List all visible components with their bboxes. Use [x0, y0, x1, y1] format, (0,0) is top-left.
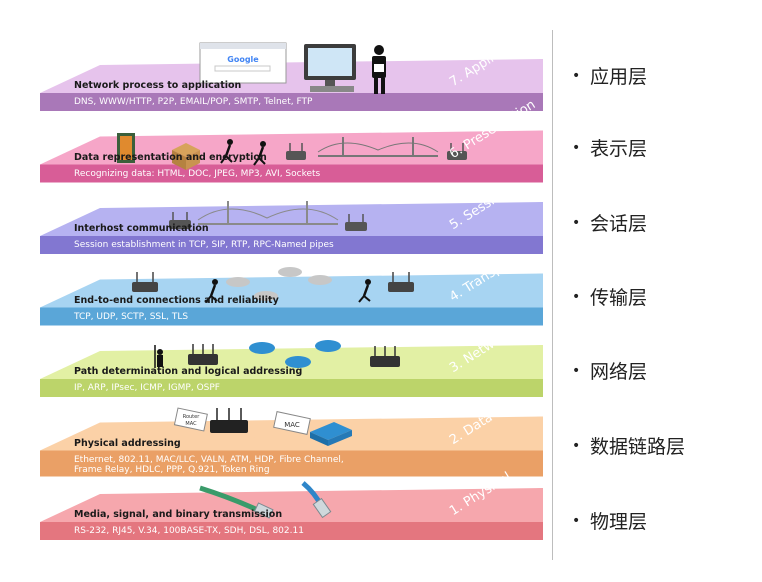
- running-person-icon-2: [253, 141, 266, 166]
- layer-protocols: DNS, WWW/HTTP, P2P, EMAIL/POP, SMTP, Tel…: [74, 97, 313, 107]
- layer-front-strip: [40, 450, 543, 477]
- door-icon: [117, 133, 135, 163]
- layer-title: End-to-end connections and reliability: [74, 294, 279, 306]
- chinese-layer-item: • 会话层: [572, 209, 647, 236]
- browser-window-icon: [199, 42, 287, 84]
- network-switch-icon: [310, 422, 352, 446]
- wireless-router-icon-2: [370, 346, 400, 367]
- bullet-icon: •: [572, 513, 581, 529]
- package-icon: [172, 143, 200, 170]
- layer-protocols: TCP, UDP, SCTP, SSL, TLS: [74, 311, 189, 322]
- layer-title: Interhost communication: [74, 223, 209, 234]
- bullet-icon: •: [572, 363, 581, 379]
- chinese-layer-label: 网络层: [590, 361, 648, 383]
- layer-title: Physical addressing: [74, 437, 181, 449]
- chinese-layer-label: 应用层: [590, 66, 648, 88]
- layer-top-band: [80, 273, 543, 308]
- layers-group: [40, 59, 543, 540]
- layer-protocols: Recognizing data: HTML, DOC, JPEG, MP3, …: [74, 168, 321, 179]
- wireless-router-icon: [188, 344, 218, 365]
- network-routers-icon: [249, 340, 341, 368]
- chinese-layer-label: 会话层: [590, 213, 648, 235]
- router-mac-tag-line1: Router: [183, 414, 201, 420]
- layer-title: Media, signal, and binary transmission: [74, 509, 283, 520]
- layer-top-band: [80, 488, 543, 522]
- layer-title: Path determination and logical addressin…: [74, 366, 303, 377]
- layer-top-band: [80, 345, 543, 379]
- router-icon: [286, 143, 306, 160]
- mac-tag-icon: [273, 411, 311, 435]
- chinese-layer-item: • 数据链路层: [572, 432, 685, 459]
- chinese-layer-item: • 物理层: [572, 507, 647, 534]
- layer-protocols: Ethernet, 802.11, MAC/LLC, VALN, ATM, HD…: [74, 454, 344, 465]
- chinese-layer-item: • 传输层: [572, 283, 647, 310]
- layer-protocols: Session establishment in TCP, SIP, RTP, …: [74, 240, 334, 250]
- bullet-icon: •: [572, 438, 581, 454]
- chinese-layer-label: 表示层: [590, 138, 648, 160]
- rj45-cable-icon: [199, 485, 274, 519]
- flag-person-icon: [154, 345, 163, 368]
- layer-title: Network process to application: [74, 80, 242, 91]
- bullet-icon: •: [572, 68, 581, 84]
- layer-protocols: IP, ARP, IPsec, ICMP, IGMP, OSPF: [74, 383, 220, 393]
- layer-protocols: RS-232, RJ45, V.34, 100BASE-TX, SDH, DSL…: [74, 526, 304, 536]
- layer-title: Data representation and encryption: [74, 151, 267, 163]
- bullet-icon: •: [572, 140, 581, 156]
- mac-tag-label: MAC: [284, 421, 300, 429]
- running-person-icon-3: [205, 279, 218, 303]
- chinese-layer-label: 数据链路层: [590, 436, 686, 458]
- chinese-layer-item: • 网络层: [572, 357, 647, 384]
- chinese-layer-item: • 表示层: [572, 134, 647, 161]
- chinese-layer-label: 物理层: [590, 511, 648, 533]
- desktop-computer-icon: [304, 44, 356, 92]
- layer-top-band: [80, 202, 543, 236]
- google-logo: Google: [227, 55, 259, 64]
- switch-icon: [210, 408, 248, 433]
- person-icon: [372, 45, 386, 94]
- transport-routers-icon: [132, 267, 414, 301]
- bullet-icon: •: [572, 289, 581, 305]
- layer-front-strip: [40, 522, 543, 540]
- router-mac-tag-line2: MAC: [185, 421, 197, 427]
- bridge-icon: [317, 137, 439, 157]
- vertical-divider: [552, 30, 553, 560]
- running-person-icon-4: [358, 279, 371, 303]
- layer-protocols: Frame Relay, HDLC, PPP, Q.921, Token Rin…: [74, 464, 270, 475]
- router-icon-2: [447, 143, 467, 160]
- layer-front-strip: [40, 93, 543, 111]
- bullet-icon: •: [572, 215, 581, 231]
- chinese-layer-label: 传输层: [590, 287, 648, 309]
- chinese-layer-item: • 应用层: [572, 62, 647, 89]
- running-person-icon: [220, 139, 233, 164]
- layer-front-strip: [40, 307, 543, 326]
- layer-front-strip: [40, 164, 543, 183]
- router-mac-tag-icon: [173, 407, 208, 432]
- layer-front-strip: [40, 236, 543, 254]
- session-bridge-icon: [169, 201, 367, 231]
- ethernet-cable-icon: [301, 481, 332, 519]
- layer-front-strip: [40, 379, 543, 397]
